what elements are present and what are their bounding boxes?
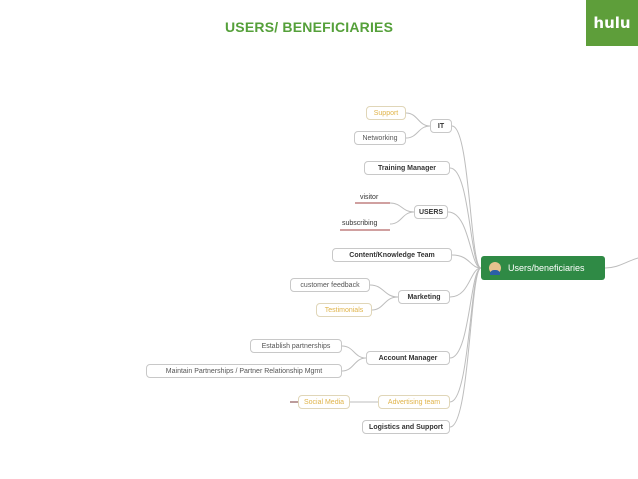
branch-it[interactable]: IT [430, 119, 452, 133]
user-icon [489, 262, 501, 275]
branch-advertising-team[interactable]: Advertising team [378, 395, 450, 409]
branch-marketing[interactable]: Marketing [398, 290, 450, 304]
child-support[interactable]: Support [366, 106, 406, 120]
child-maintain-partnerships[interactable]: Maintain Partnerships / Partner Relation… [146, 364, 342, 378]
branch-account-manager[interactable]: Account Manager [366, 351, 450, 365]
branch-content-knowledge-team[interactable]: Content/Knowledge Team [332, 248, 452, 262]
hulu-logo: hulu [586, 0, 638, 46]
central-node[interactable]: Users/beneficiaries [481, 256, 605, 280]
child-subscribing[interactable]: subscribing [342, 220, 378, 227]
central-node-label: Users/beneficiaries [508, 263, 585, 273]
child-social-media[interactable]: Social Media [298, 395, 350, 409]
branch-logistics-and-support[interactable]: Logistics and Support [362, 420, 450, 434]
child-visitor[interactable]: visitor [360, 194, 379, 201]
branch-training-manager[interactable]: Training Manager [364, 161, 450, 175]
branch-users[interactable]: USERS [414, 205, 448, 219]
page-title: USERS/ BENEFICIARIES [225, 19, 394, 35]
child-customer-feedback[interactable]: customer feedback [290, 278, 370, 292]
child-networking[interactable]: Networking [354, 131, 406, 145]
child-establish-partnerships[interactable]: Establish partnerships [250, 339, 342, 353]
child-testimonials[interactable]: Testimonials [316, 303, 372, 317]
